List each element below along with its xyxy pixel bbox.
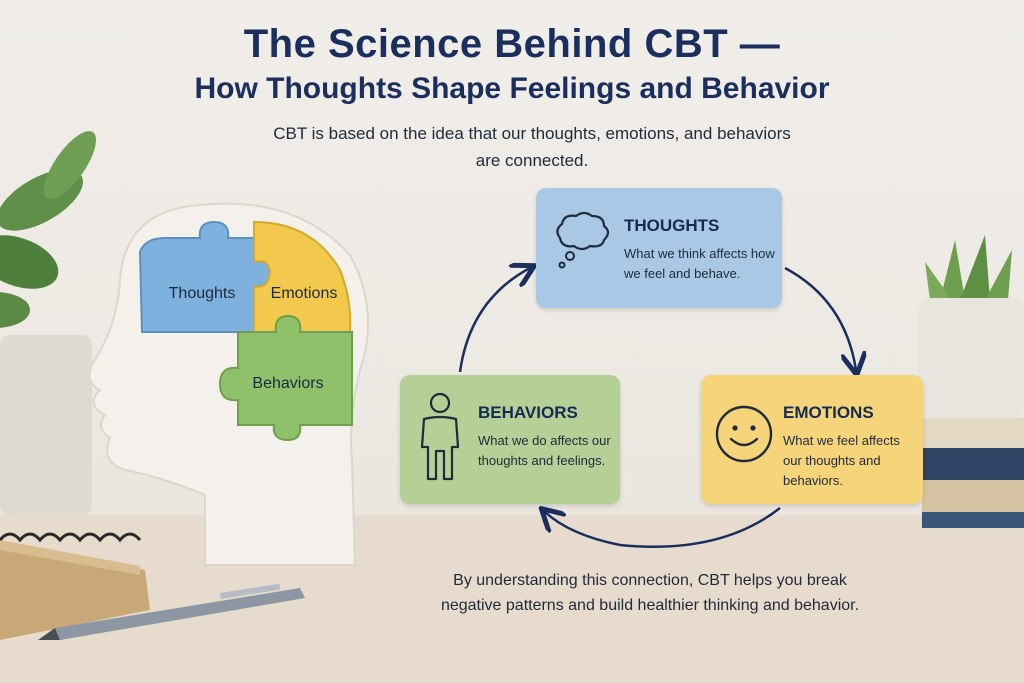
- smiley-face-icon: [715, 405, 773, 463]
- person-icon: [420, 392, 460, 481]
- puzzle-piece-thoughts: [138, 220, 272, 333]
- card-behaviors-text: What we do affects our thoughts and feel…: [478, 433, 611, 468]
- title-line-1: The Science Behind CBT —: [243, 22, 781, 66]
- card-emotions: EMOTIONS What we feel affects our though…: [701, 375, 923, 504]
- puzzle-piece-emotions: [253, 220, 352, 333]
- card-thoughts-text: What we think affects how we feel and be…: [624, 246, 775, 281]
- pen: [38, 583, 305, 640]
- puzzle-label-emotions: Emotions: [271, 285, 338, 302]
- desk-surface: [0, 515, 1024, 683]
- outro-text: By understanding this connection, CBT he…: [440, 572, 860, 614]
- puzzle-piece-behaviors: [218, 314, 353, 442]
- card-behaviors: BEHAVIORS What we do affects our thought…: [400, 375, 620, 504]
- card-emotions-text: What we feel affects our thoughts and be…: [783, 433, 900, 488]
- thought-bubble-icon: [556, 211, 610, 269]
- card-behaviors-title: BEHAVIORS: [478, 403, 578, 422]
- book-stack: [922, 418, 1024, 528]
- notebook: [0, 532, 150, 640]
- puzzle: Thoughts Emotions Behaviors: [138, 220, 353, 442]
- title-line-2: How Thoughts Shape Feelings and Behavior: [194, 72, 830, 105]
- puzzle-label-behaviors: Behaviors: [252, 375, 323, 392]
- arrow-behaviors-to-thoughts: [458, 268, 530, 373]
- card-thoughts: THOUGHTS What we think affects how we fe…: [536, 188, 782, 308]
- left-plant: [0, 131, 97, 515]
- card-thoughts-title: THOUGHTS: [624, 216, 720, 235]
- right-plant: [918, 235, 1024, 420]
- intro-text: CBT is based on the idea that our though…: [273, 124, 791, 170]
- arrow-emotions-to-behaviors: [545, 508, 781, 548]
- card-emotions-title: EMOTIONS: [783, 403, 874, 422]
- puzzle-label-thoughts: Thoughts: [169, 285, 236, 302]
- arrow-thoughts-to-emotions: [784, 266, 856, 370]
